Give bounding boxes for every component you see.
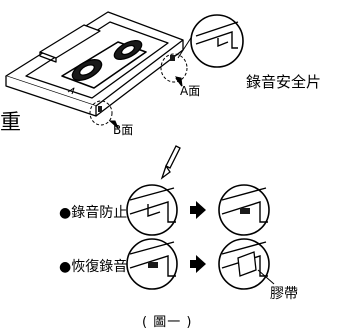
arrow-right-icon [190,255,206,273]
side-b-label: B面 [113,123,134,137]
magnified-tab [190,14,244,68]
cassette-icon [5,11,184,117]
arrow-right-icon [190,201,206,219]
prevent-before-view [126,184,178,236]
restore-after-view [218,238,270,290]
prevent-recording-label: ●錄音防止 [59,205,128,221]
restore-before-view [126,238,178,290]
figure-caption: ( 圖一 ) [142,315,193,330]
tape-label: 膠帶 [270,286,298,302]
side-b-marker [89,100,113,126]
side-a-label: A面 [180,84,201,98]
side-a-marker [160,53,188,83]
screwdriver-icon [160,145,181,180]
tape-pointer [257,269,275,285]
safety-tab-label: 錄音安全片 [246,73,322,91]
heavy-label: 重 [0,110,21,134]
restore-recording-label: ●恢復錄音 [59,259,128,275]
prevent-after-view [218,184,270,236]
